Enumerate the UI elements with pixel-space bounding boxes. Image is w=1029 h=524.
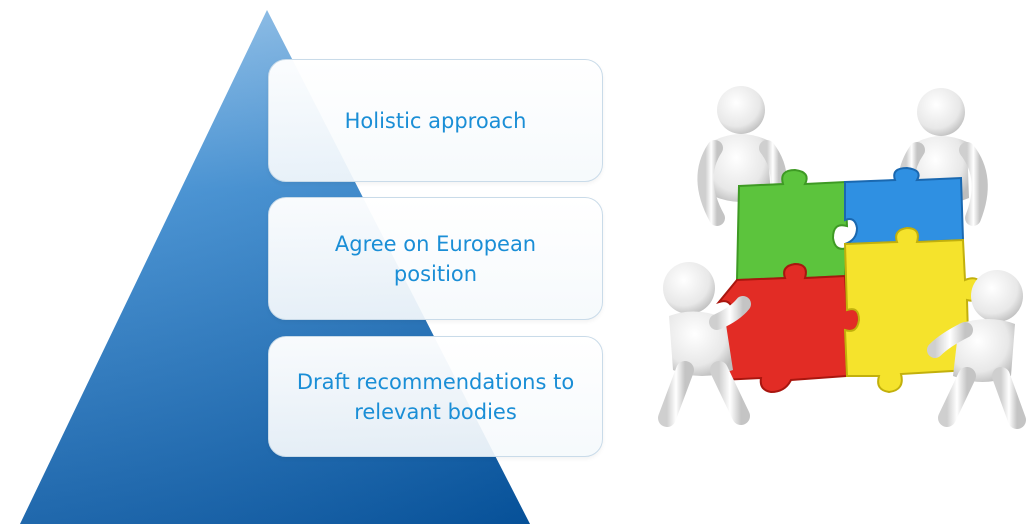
figure-front-left (658, 262, 751, 427)
teamwork-puzzle-illustration (658, 86, 1026, 429)
level-3-label: Draft recommendations to relevant bodies (296, 369, 575, 424)
puzzle-piece-red (715, 262, 861, 394)
pyramid-level-3: Draft recommendations to relevant bodies (268, 336, 603, 457)
level-1-label: Holistic approach (344, 108, 527, 133)
puzzle-piece-green (735, 168, 849, 282)
pyramid-level-1: Holistic approach (268, 59, 603, 182)
level-2-label: Agree on European position (334, 231, 537, 286)
pyramid-level-2: Agree on European position (268, 197, 603, 320)
figure-front-right (927, 270, 1026, 429)
puzzle (715, 166, 985, 394)
